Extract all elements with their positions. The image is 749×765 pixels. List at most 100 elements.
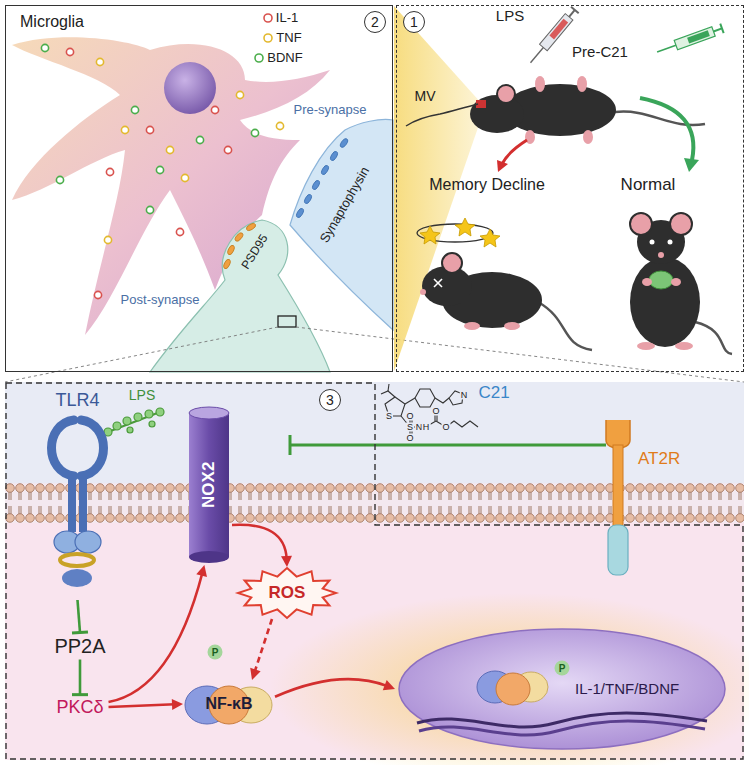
- psd95-cluster: [223, 258, 232, 269]
- cytokine-vesicle: [66, 48, 73, 55]
- atom-label: O: [441, 423, 450, 432]
- c21-syringe: [655, 24, 723, 57]
- outcome-label: Memory Decline: [429, 176, 545, 194]
- cell-nucleus: [419, 721, 705, 735]
- phospho-mark: P: [555, 661, 570, 676]
- arrow-head: [281, 556, 292, 567]
- nox2-channel: [189, 551, 229, 563]
- protein-text: PP2A: [49, 633, 110, 660]
- normal-mouse: [637, 342, 655, 350]
- synaptophysin-vesicle: [339, 137, 349, 148]
- lps-molecule: [113, 422, 121, 430]
- lps-syringe: [531, 47, 544, 62]
- tlr4-receptor: [30, 390, 125, 600]
- atom-label: O: [405, 412, 414, 421]
- nfkb-complex: NF-κB: [183, 680, 275, 728]
- cytokine-key-dot: [264, 34, 272, 42]
- psd95-cluster: [227, 244, 236, 255]
- dizzy-mouse: [434, 279, 442, 287]
- cytokine-vesicle: [176, 228, 183, 235]
- lps-syringe: [527, 7, 579, 66]
- callout-number: 3: [319, 389, 341, 411]
- pathway-arrow: [109, 699, 183, 710]
- dizzy-mouse: [538, 302, 592, 350]
- mouse-on-back: [583, 130, 593, 144]
- at2r-receptor: [608, 525, 628, 575]
- connector-line: [254, 619, 272, 672]
- treatment-label: Pre-C21: [572, 44, 628, 61]
- cytokine-vesicle: [146, 126, 153, 133]
- protein-text: PKCδ: [51, 695, 108, 720]
- arrow-head: [250, 668, 260, 680]
- mouse-on-back: [615, 112, 705, 126]
- psd95-cluster: [234, 231, 244, 242]
- atom-label: S: [406, 423, 414, 432]
- panel-box: 2: [5, 5, 393, 372]
- receptor-label: AT2R: [638, 449, 680, 469]
- lps-molecule: [134, 413, 142, 421]
- mouse-on-back: [577, 76, 587, 92]
- tlr4-receptor: [79, 476, 87, 532]
- cytokine-vesicle: [131, 106, 138, 113]
- lps-molecule: [156, 408, 164, 416]
- normal-mouse: [630, 257, 700, 347]
- outcome-arrow: [640, 98, 693, 160]
- callout-number: 1: [403, 11, 425, 33]
- cytokine-vesicle: [121, 126, 128, 133]
- c21-structure: [381, 384, 478, 438]
- cell-nucleus: [417, 713, 707, 727]
- cytokine-vesicle: [251, 129, 258, 136]
- arrow-head: [196, 565, 207, 577]
- inhibition-line: [290, 444, 606, 447]
- panel-box: 3TLR4NOX2PP2APKCδROSNF-κBIL-1/TNF/BDNF: [5, 382, 744, 760]
- device-label: MV: [415, 89, 436, 104]
- connector-line: [79, 660, 82, 695]
- treatment-label: LPS: [496, 8, 524, 25]
- at2r-receptor: [613, 445, 623, 527]
- atom-label: O: [431, 407, 440, 416]
- cytokine-vesicle: [106, 168, 113, 175]
- cytokine-vesicle: [41, 44, 48, 51]
- cytokine-vesicle: [104, 236, 111, 243]
- zoom-leader: [5, 327, 278, 382]
- nox2-channel: [189, 407, 229, 419]
- connector-line: [109, 704, 175, 707]
- dizzy-mouse: [480, 229, 500, 247]
- psd95-cluster: [245, 222, 256, 232]
- atom-label: S: [385, 412, 393, 421]
- c21-syringe: [720, 24, 723, 33]
- pathway-arrow: [232, 525, 292, 567]
- lps-syringe: [540, 14, 573, 51]
- outcome-arrow: [502, 140, 527, 164]
- callout-number: 2: [364, 11, 386, 33]
- cell-ground: [270, 593, 749, 765]
- protein-label: PP2A: [54, 635, 105, 658]
- arrow-head: [383, 680, 395, 690]
- normal-mouse: [630, 213, 732, 354]
- outcome-arrow: [497, 160, 508, 172]
- cytokine-vesicle: [56, 176, 63, 183]
- synaptophysin-vesicle: [303, 193, 313, 204]
- cell-nucleus: IL-1/TNF/BDNF: [395, 625, 730, 753]
- cell-nucleus: [496, 673, 530, 705]
- synaptophysin-vesicle: [329, 150, 339, 161]
- protein-label: PKCδ: [56, 697, 103, 718]
- protein-label: NF-κB: [205, 695, 252, 713]
- c21-syringe: [687, 30, 710, 43]
- arrow-head: [172, 699, 183, 710]
- outcome-label: Normal: [621, 176, 676, 195]
- outcome-arrow: [497, 98, 699, 172]
- ros-label: ROS: [269, 583, 306, 603]
- lps-molecule: [123, 417, 131, 425]
- connector-line: [275, 679, 388, 697]
- pathway-arrow: [250, 619, 272, 680]
- synaptophysin-vesicle: [320, 164, 330, 175]
- tlr4-receptor: [60, 554, 94, 566]
- nox2-channel: NOX2: [186, 405, 232, 565]
- tlr4-receptor: [68, 476, 76, 532]
- dizzy-mouse: [434, 279, 442, 287]
- ligand-label: LPS: [129, 388, 155, 403]
- cytokine-label: IL-1: [276, 11, 298, 25]
- lps-molecule: [149, 421, 155, 427]
